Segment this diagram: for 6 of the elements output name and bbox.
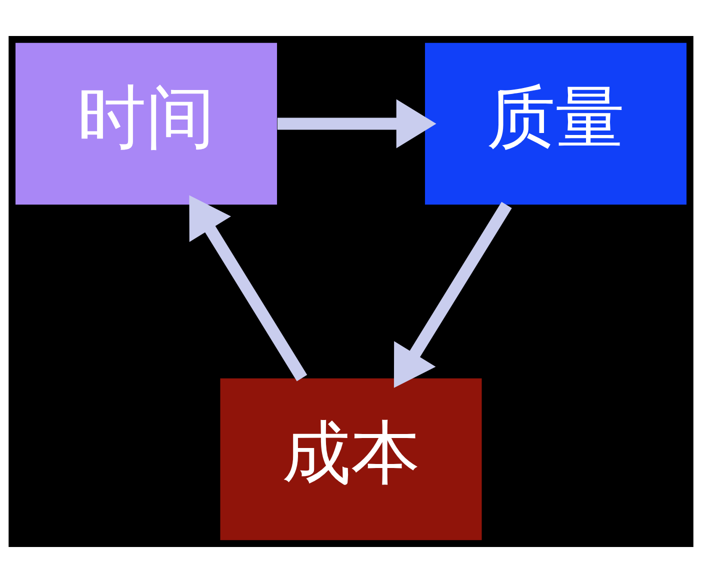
node-box: 质量 xyxy=(424,42,686,204)
node-box: 时间 xyxy=(16,42,278,204)
node-box: 成本 xyxy=(220,378,482,540)
arrow xyxy=(394,201,512,388)
arrow xyxy=(189,194,308,381)
arrow xyxy=(277,98,436,148)
